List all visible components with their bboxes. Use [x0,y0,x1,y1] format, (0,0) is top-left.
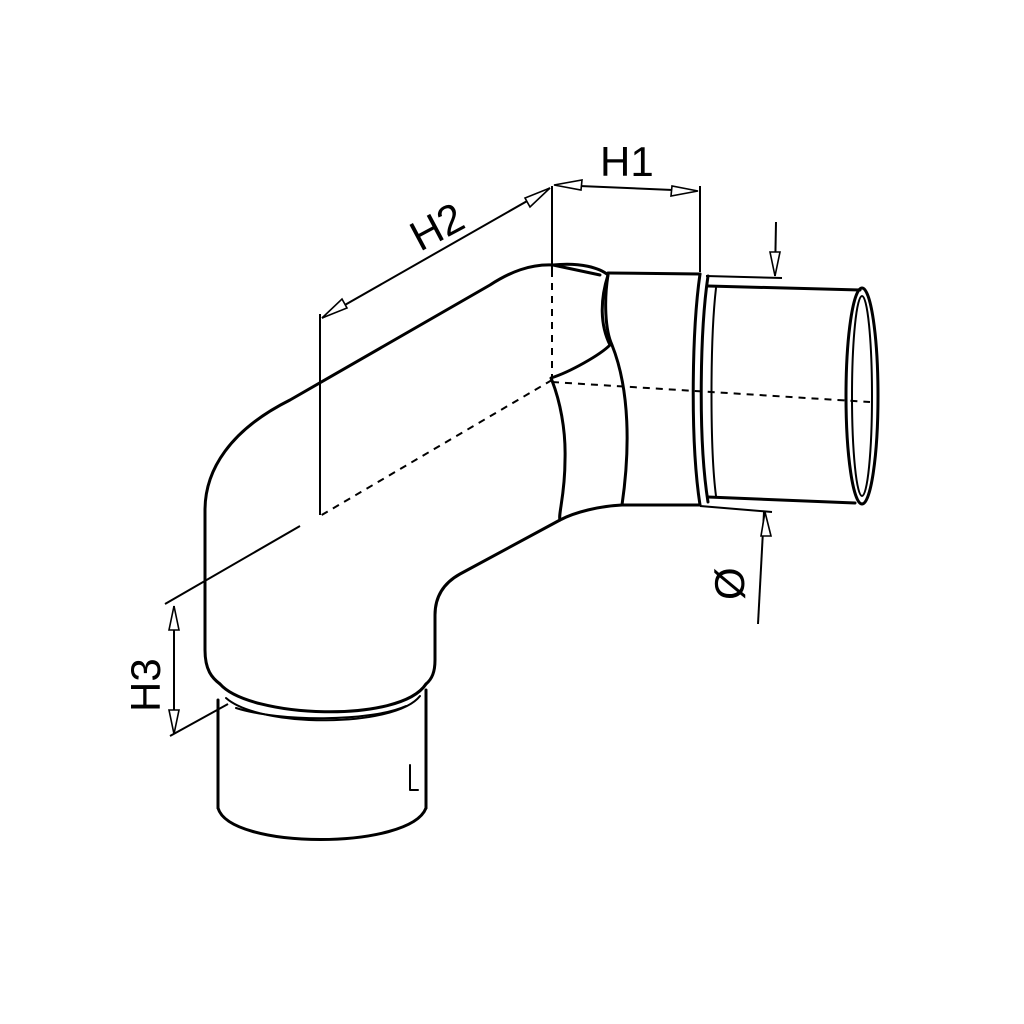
dimension-diameter [699,221,783,625]
h1-arrow-left [553,179,583,191]
elbow-body-outline [203,263,602,722]
diameter-arrow-top [769,251,781,277]
h3-arrow-bottom [168,709,180,735]
h1-label: H1 [600,138,654,185]
h2-arrow-right [523,187,551,209]
h2-label: H2 [402,193,471,260]
h1-arrow-right [670,185,699,197]
dimension-h3 [164,525,301,737]
diameter-label: Ø [706,567,753,600]
h2-arrow-left [321,297,349,319]
dimension-h1 [551,179,701,272]
h3-label: H3 [122,658,169,712]
diameter-arrow-bottom [760,511,773,537]
right-pipe-stub [706,284,880,506]
bottom-pipe-stub [216,688,428,841]
upper-sleeve-collar [549,262,710,522]
dimension-h2 [319,187,551,515]
h3-arrow-top [168,605,180,631]
center-lines [319,270,871,517]
